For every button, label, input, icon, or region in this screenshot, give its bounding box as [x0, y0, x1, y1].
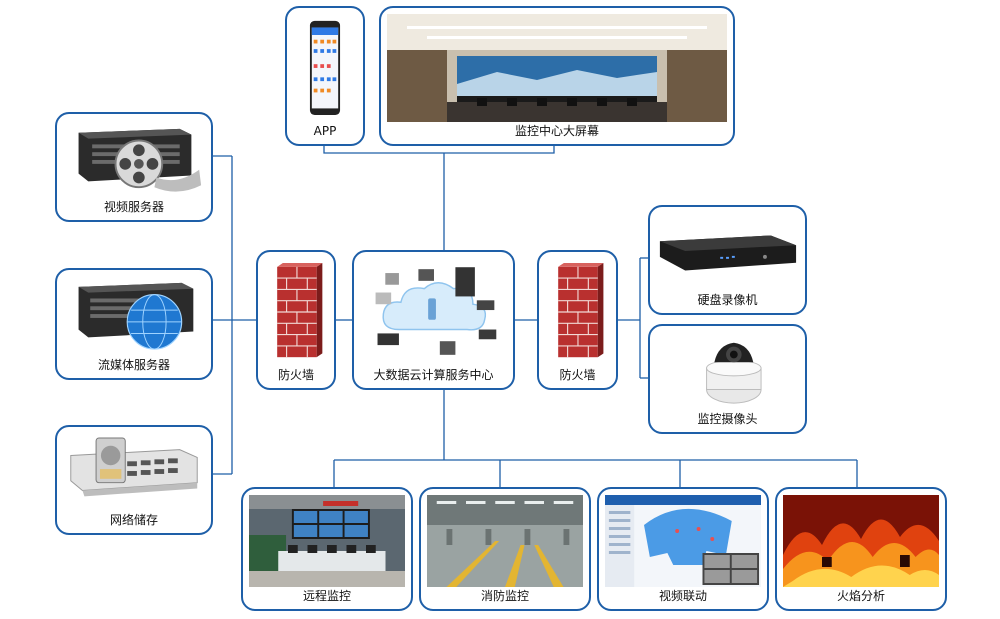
node-flame-analysis[interactable]: 火焰分析	[775, 487, 947, 611]
node-dvr[interactable]: 硬盘录像机	[648, 205, 807, 315]
node-fire-monitor[interactable]: 消防监控	[419, 487, 591, 611]
fire-monitoring-image	[427, 495, 583, 587]
storage-server-icon	[70, 437, 198, 497]
video-server-icon	[78, 128, 202, 192]
label-streaming-server: 流媒体服务器	[97, 358, 170, 372]
label-cloud-center: 大数据云计算服务中心	[373, 368, 494, 382]
node-network-storage[interactable]: 网络储存	[55, 425, 213, 535]
label-fire-monitor: 消防监控	[480, 589, 529, 603]
cloud-computing-icon	[375, 267, 497, 355]
node-app[interactable]: APP	[285, 6, 365, 146]
label-dvr: 硬盘录像机	[697, 293, 758, 307]
label-video-linkage: 视频联动	[658, 589, 707, 603]
smartphone-icon	[309, 20, 341, 115]
node-camera[interactable]: 监控摄像头	[648, 324, 807, 434]
firewall-brick-wall-icon	[277, 263, 323, 358]
node-firewall-right[interactable]: 防火墙	[537, 250, 618, 390]
label-remote-monitor: 远程监控	[302, 589, 351, 603]
node-cloud-center[interactable]: 大数据云计算服务中心	[352, 250, 515, 390]
node-video-linkage[interactable]: 视频联动	[597, 487, 769, 611]
label-camera: 监控摄像头	[697, 412, 758, 426]
remote-monitoring-room-image	[249, 495, 405, 587]
label-firewall-left: 防火墙	[277, 368, 314, 382]
label-firewall-right: 防火墙	[559, 368, 596, 382]
label-flame-analysis: 火焰分析	[836, 589, 885, 603]
node-video-server[interactable]: 视频服务器	[55, 112, 213, 222]
label-app: APP	[313, 124, 337, 138]
flame-thermal-image	[783, 495, 939, 587]
streaming-server-icon	[78, 282, 194, 350]
dvr-recorder-icon	[659, 235, 797, 271]
label-network-storage: 网络储存	[109, 513, 158, 527]
node-streaming-server[interactable]: 流媒体服务器	[55, 268, 213, 380]
label-video-wall: 监控中心大屏幕	[514, 124, 599, 138]
label-video-server: 视频服务器	[103, 200, 164, 214]
control-room-image	[387, 14, 727, 122]
firewall-brick-wall-icon	[558, 263, 604, 358]
node-video-wall[interactable]: 监控中心大屏幕	[379, 6, 735, 146]
node-firewall-left[interactable]: 防火墙	[256, 250, 336, 390]
node-remote-monitor[interactable]: 远程监控	[241, 487, 413, 611]
dome-camera-icon	[706, 342, 762, 404]
video-linkage-screen-image	[605, 495, 761, 587]
